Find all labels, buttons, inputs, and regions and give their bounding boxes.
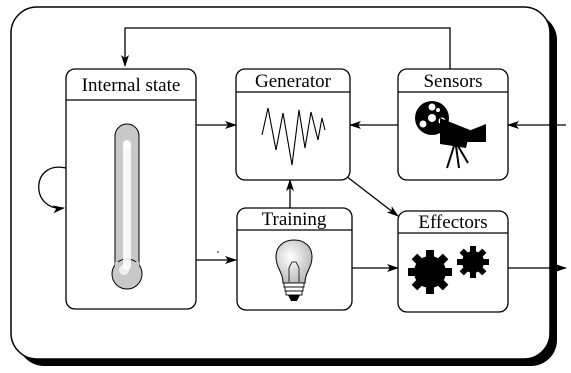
generator-title: Generator [255, 71, 332, 92]
gears-icon [408, 246, 489, 294]
thermometer-icon [111, 123, 143, 290]
sensors-title: Sensors [423, 71, 482, 92]
generator-box: Generator [235, 68, 351, 181]
movie-camera-icon [415, 101, 486, 169]
training-box: Training [236, 207, 353, 311]
internal-state-title: Internal state [82, 75, 181, 96]
stray-dot [217, 251, 219, 253]
internal-state-box: Internal state [65, 68, 197, 310]
zigzag-signal-icon [261, 107, 326, 166]
effectors-box: Effectors [397, 210, 509, 313]
effectors-title: Effectors [418, 212, 487, 233]
sensors-to-internal-state-feedback-arrow [121, 27, 451, 69]
light-bulb-icon [275, 239, 313, 301]
generator-to-effectors-arrow [345, 175, 399, 217]
sensors-box: Sensors [397, 68, 509, 181]
training-title: Training [262, 209, 327, 230]
internal-state-self-loop-arrow [38, 166, 67, 214]
